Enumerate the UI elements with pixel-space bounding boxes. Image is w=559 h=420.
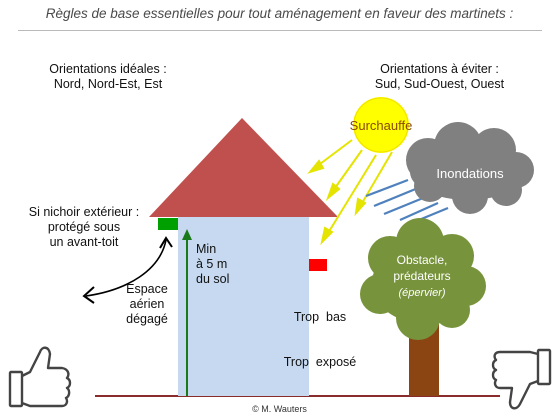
cloud-icon: [406, 122, 534, 214]
sun-rays: [307, 139, 393, 246]
cloud-label: Inondations: [436, 166, 504, 181]
tree-label-line1: Obstacle,: [397, 253, 448, 267]
ideal-orientations-label: Orientations idéales : Nord, Nord-Est, E…: [49, 62, 167, 91]
tree-label-line3: (épervier): [398, 287, 445, 299]
title-divider: [18, 30, 542, 31]
sun-disc: [353, 97, 409, 153]
flight-arrowhead-left: [82, 286, 95, 304]
avoid-orientations-label: Orientations à éviter : Sud, Sud-Ouest, …: [374, 62, 505, 91]
house-wall: [178, 216, 309, 396]
airspace-label: Espace aérien dégagé: [126, 282, 168, 326]
min-height-label: Min à 5 m du sol: [196, 242, 230, 286]
height-arrowhead: [182, 229, 192, 240]
bad-nest-box: [309, 259, 327, 271]
flight-arrow: [85, 239, 167, 297]
rain-lines: [365, 178, 449, 224]
tree-label-line2: prédateurs: [393, 269, 450, 283]
tree-foliage: [360, 218, 486, 340]
sun-label: Surchauffe: [350, 118, 413, 133]
thumbs-up-icon: [8, 346, 72, 408]
nest-box-note: Si nichoir extérieur : protégé sous un a…: [28, 205, 140, 249]
house-roof: [149, 118, 338, 217]
too-low-label: Trop bas Trop exposé: [283, 310, 357, 369]
diagram-title: Règles de base essentielles pour tout am…: [45, 6, 514, 21]
credit-text: © M. Wauters: [252, 404, 307, 414]
flight-arrowhead-up: [159, 236, 173, 249]
good-nest-box: [158, 218, 178, 230]
thumbs-down-icon: [491, 348, 552, 410]
